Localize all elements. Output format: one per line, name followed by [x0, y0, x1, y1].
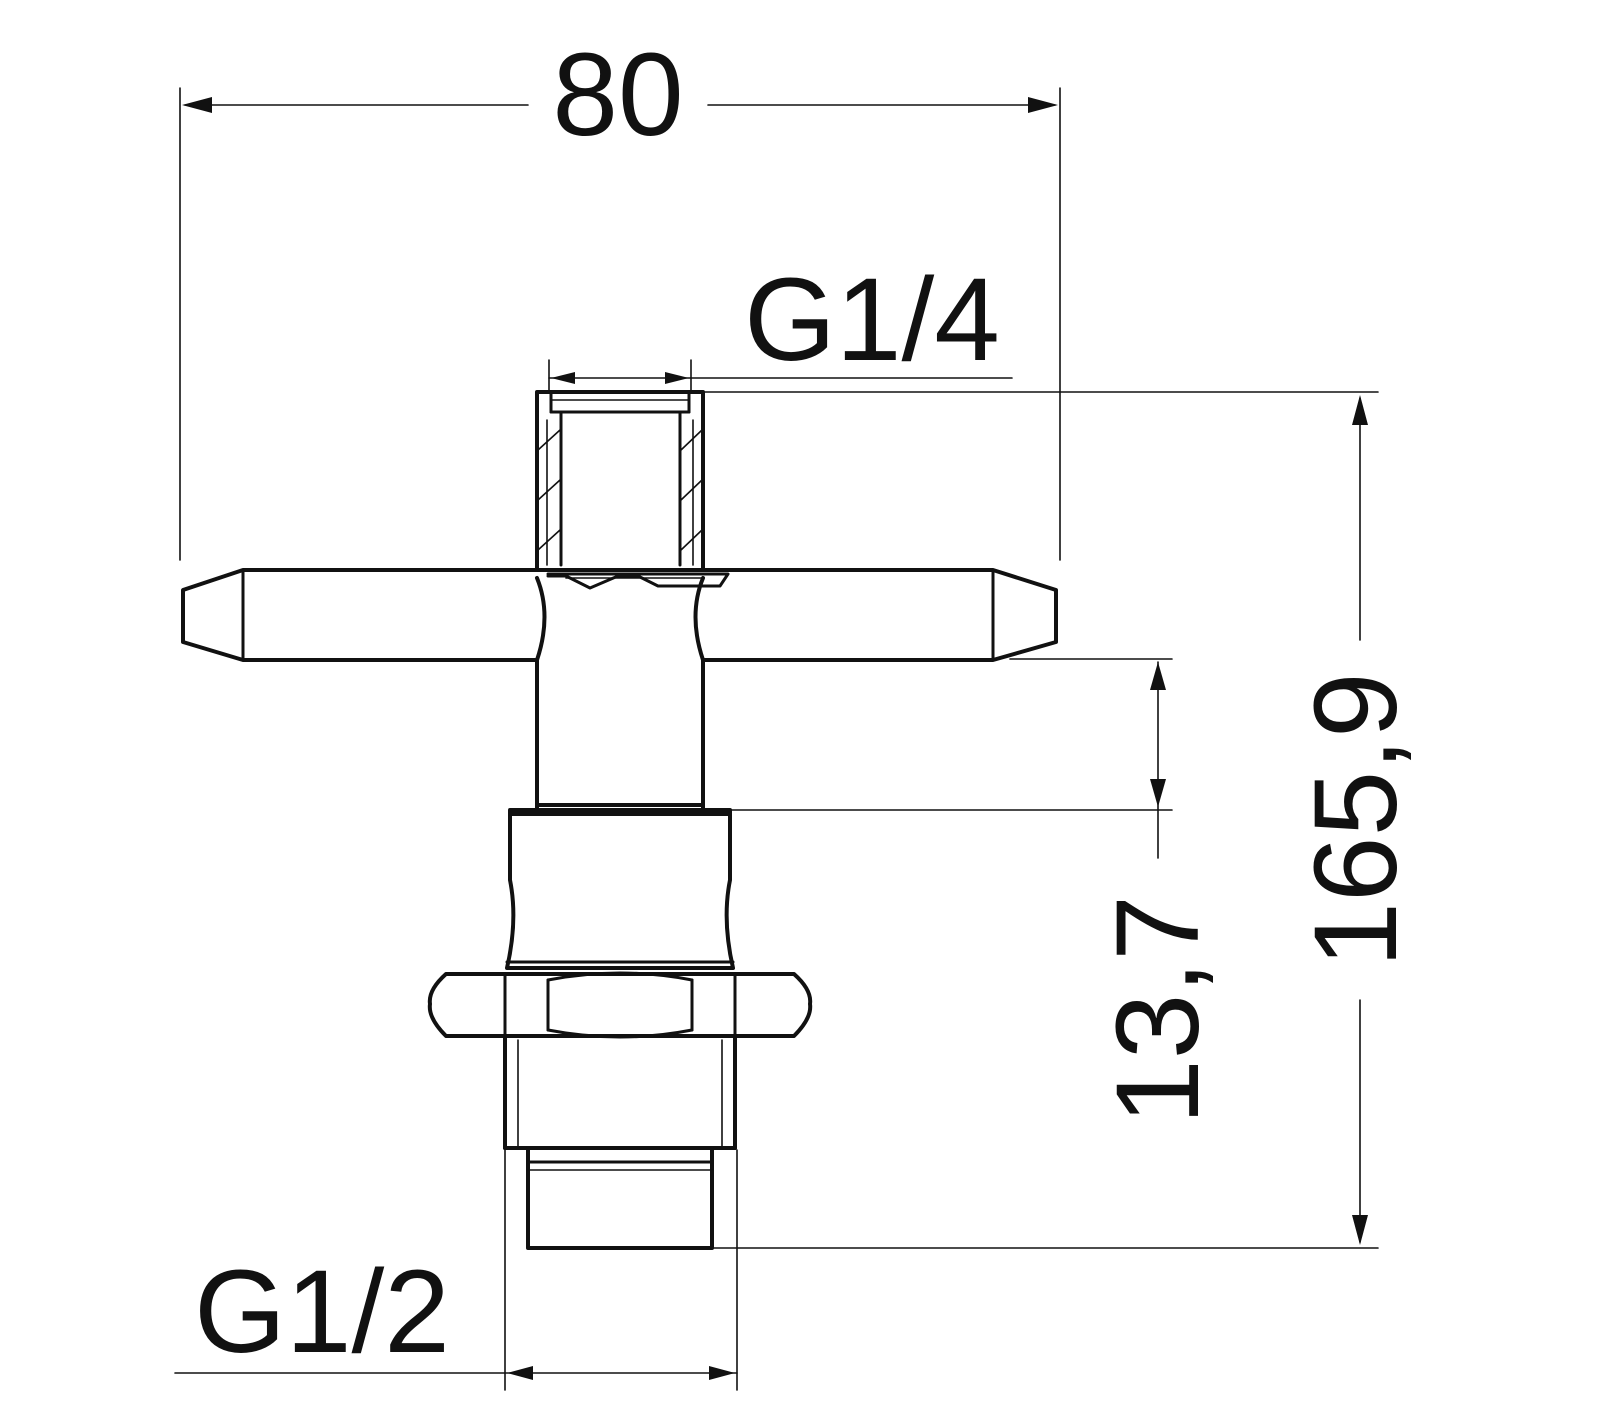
dimension-height: 165,9 — [699, 391, 1422, 1249]
dimension-top-thread: G1/4 — [548, 254, 1013, 393]
hex-nut — [427, 971, 813, 1039]
dimension-label-height: 165,9 — [1290, 672, 1422, 967]
dimension-width: 80 — [179, 29, 1061, 561]
dimension-label-gap: 13,7 — [1092, 895, 1224, 1125]
dimension-label-top-thread: G1/4 — [744, 254, 1000, 386]
bottom-shank — [503, 1034, 737, 1250]
top-nipple — [535, 390, 705, 572]
dimension-label-bottom-thread: G1/2 — [194, 1246, 450, 1378]
stem — [535, 658, 705, 810]
dimension-label-width: 80 — [552, 29, 683, 161]
dimension-bottom-thread: G1/2 — [174, 1149, 738, 1391]
dimension-gap: 13,7 — [699, 658, 1224, 1125]
bonnet — [505, 808, 735, 970]
t-handle-bar — [181, 568, 1058, 662]
